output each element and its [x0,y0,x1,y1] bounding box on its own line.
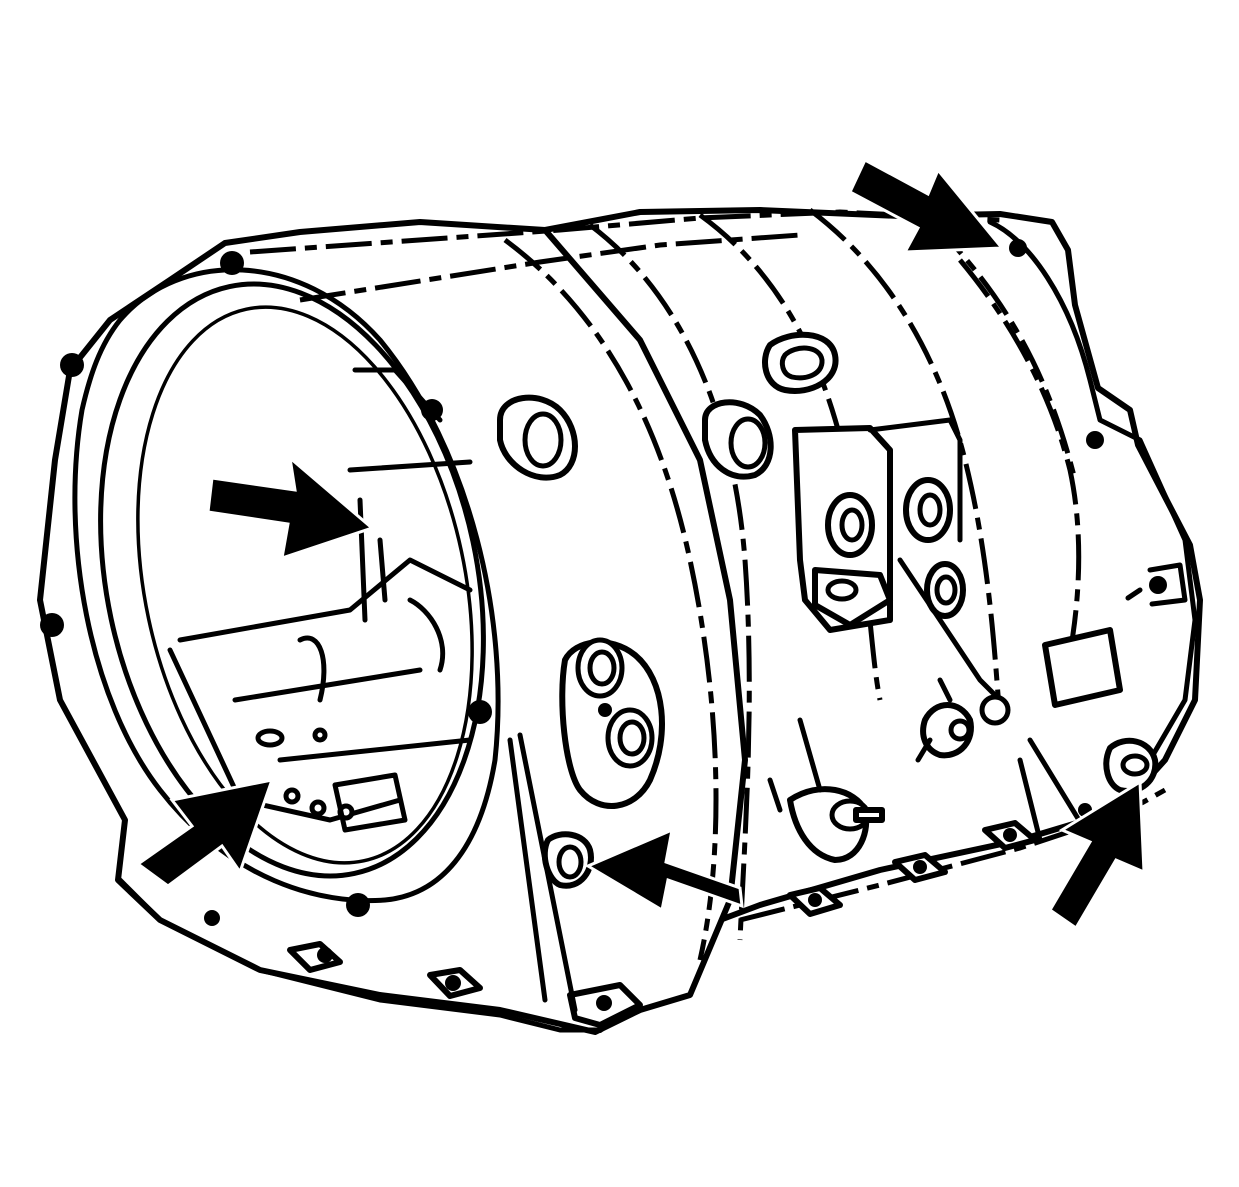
bell-bore-inner [136,305,474,865]
bore-bracket [332,772,408,833]
case-ridge-1 [588,223,752,941]
bell-ridge-dashed [503,237,719,961]
callout-arrow-case-lower[interactable] [584,827,744,913]
cooler-bosses [559,637,665,809]
case-ridge-2 [698,212,883,701]
lower-dowel-hole [556,844,584,880]
case-ridge-3 [808,208,1003,721]
pressure-fitting [915,677,1011,763]
pan-rail-lower [117,877,603,1033]
tail-stud [1125,562,1188,607]
bore-ports [255,727,355,821]
bell-flange [72,267,501,904]
bell-bore-outer [98,281,486,879]
tail-flange [987,219,1198,763]
bore-interior-rib [347,367,473,623]
callout-arrow-bore-upper[interactable] [206,454,375,561]
top-rail-2 [299,232,801,303]
case-bosses [497,331,839,481]
rear-dowel-hole [1120,753,1150,777]
side-window-bosses [812,477,966,628]
callout-arrow-rear-lower[interactable] [1048,779,1146,931]
tail-bolt-holes [1009,239,1167,594]
lower-gusset [507,732,578,1013]
callout-arrow-rear-bolt[interactable] [848,157,1006,254]
speed-sensor [767,717,885,863]
rear-lower-gusset [1017,737,1088,843]
bore-interior-web [167,557,473,823]
callout-arrow-bell-lower[interactable] [135,778,275,888]
bore-interior-vanes [297,597,446,703]
tail-flange-inner [958,258,1082,701]
rear-pad [1042,627,1123,708]
side-window-rail [867,417,1003,703]
